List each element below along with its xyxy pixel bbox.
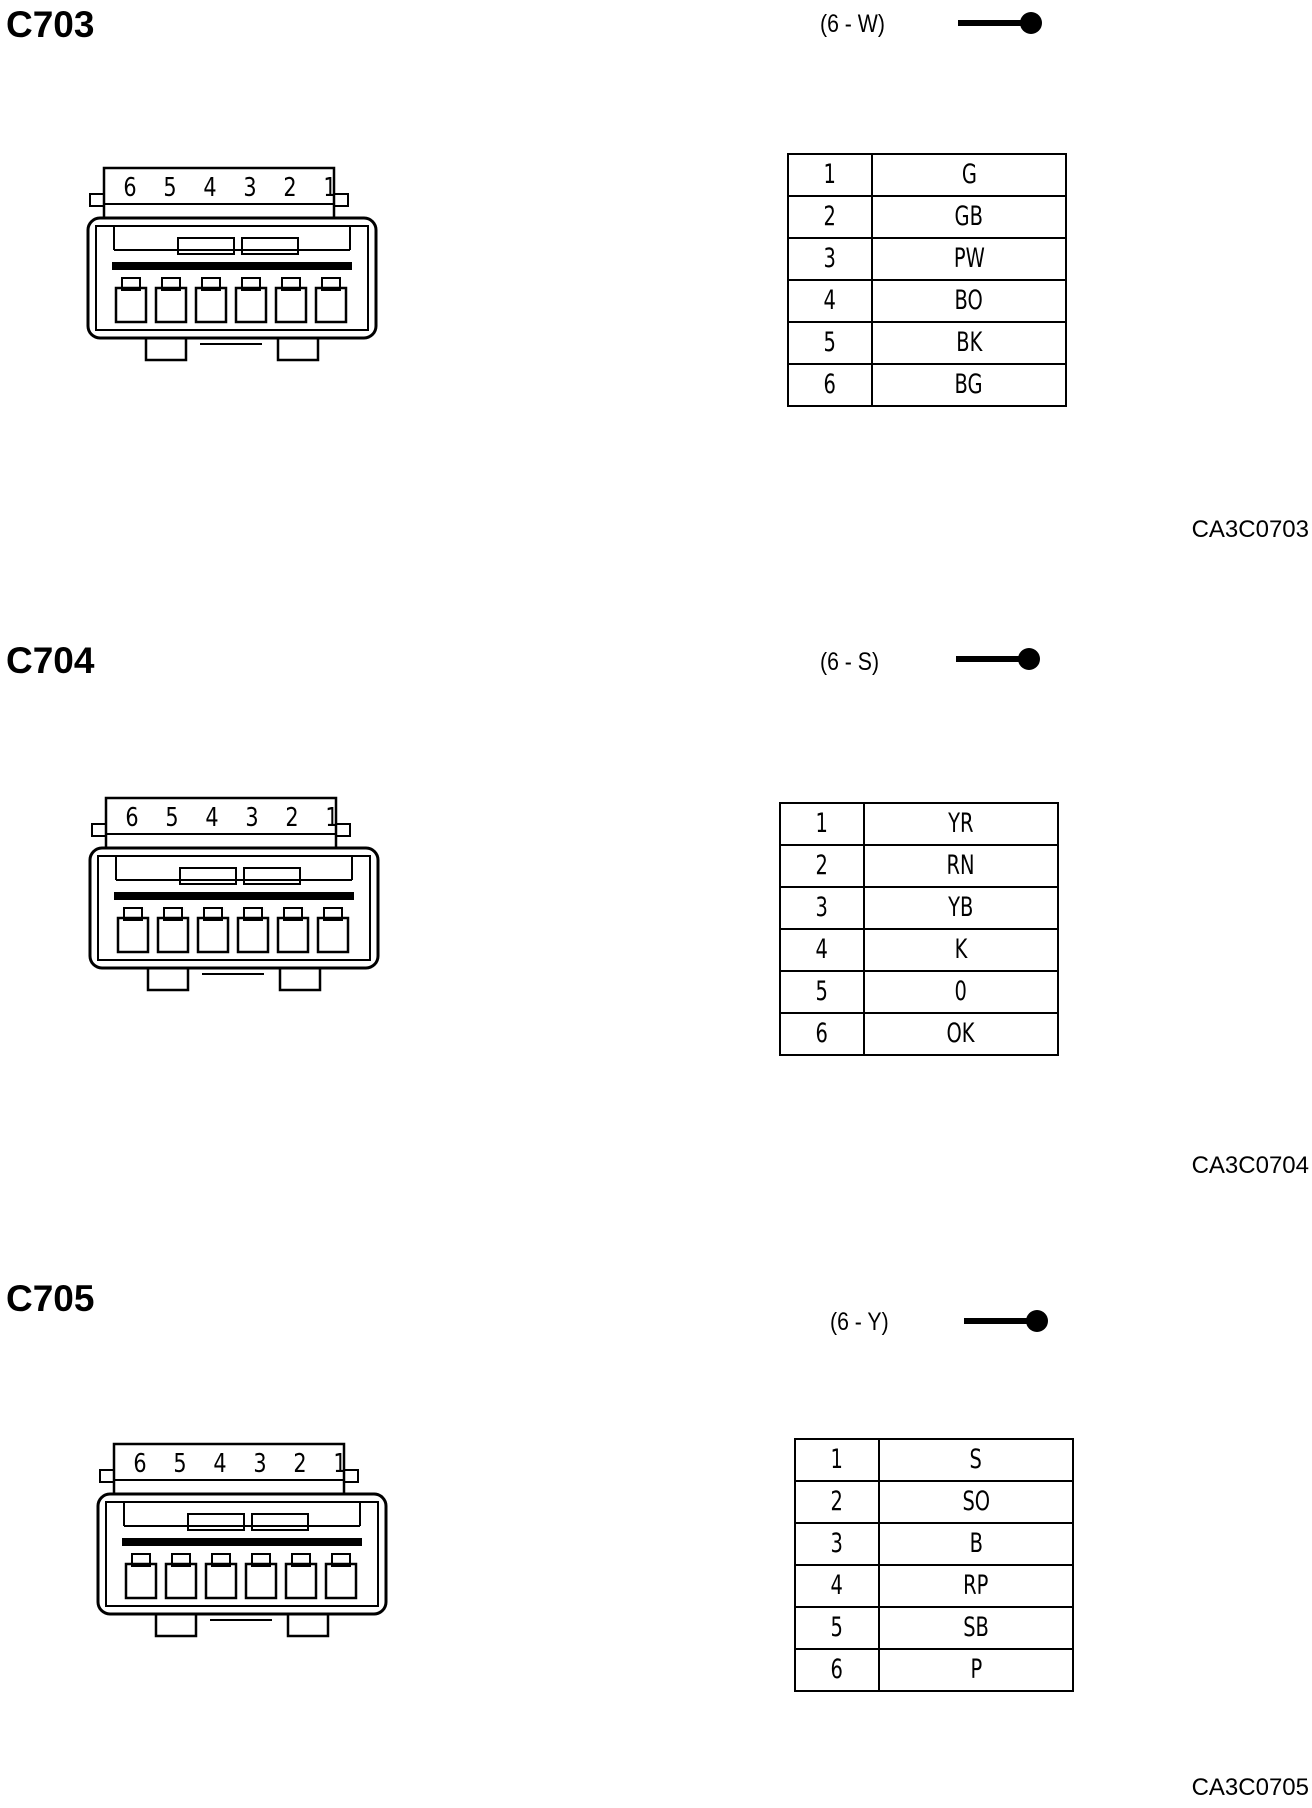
wire-color: 0 xyxy=(954,976,968,1007)
wire-color: RN xyxy=(946,850,976,881)
cavity-number: 1 xyxy=(325,802,338,833)
pin-marker-icon xyxy=(958,12,1042,34)
wire-color: OK xyxy=(946,1018,976,1049)
wire-color: RP xyxy=(963,1570,989,1601)
pin-number: 1 xyxy=(830,1444,844,1475)
cavity-number: 4 xyxy=(205,802,218,833)
cavity-number: 3 xyxy=(243,172,256,203)
figure-reference: CA3C0705 xyxy=(1191,1774,1309,1801)
cavity-number: 6 xyxy=(133,1448,146,1479)
table-row: 2 GB xyxy=(788,195,1066,239)
table-row: 3 YB xyxy=(780,886,1058,930)
wire-color: P xyxy=(970,1654,982,1685)
pin-number: 1 xyxy=(823,159,837,190)
terminal-cavities xyxy=(124,1553,358,1600)
table-row: 2 RN xyxy=(780,844,1058,888)
pin-number: 5 xyxy=(823,327,837,358)
connector-id: C705 xyxy=(6,1278,95,1319)
cavity-number: 3 xyxy=(245,802,258,833)
wire-color: BG xyxy=(954,369,983,400)
table-row: 5 SB xyxy=(795,1606,1073,1650)
pin-number: 4 xyxy=(830,1570,844,1601)
cavity-number: 2 xyxy=(283,172,296,203)
cavity-number: 2 xyxy=(293,1448,306,1479)
connector-section-c704: C704 (6 - S) 6 xyxy=(0,642,1312,1182)
wire-color: S xyxy=(969,1444,983,1475)
wire-color: BK xyxy=(955,327,983,358)
connector-code: (6 - W) xyxy=(820,10,885,38)
figure-reference: CA3C0704 xyxy=(1191,1152,1309,1179)
pin-marker-icon xyxy=(964,1310,1048,1332)
wire-color: GB xyxy=(954,201,984,232)
table-row: 6 OK xyxy=(780,1012,1058,1056)
connector-section-c703: C703 (6 - W) 6 xyxy=(0,6,1312,546)
table-row: 6 BG xyxy=(788,363,1066,407)
cavity-number: 6 xyxy=(123,172,136,203)
terminal-cavities xyxy=(114,277,348,324)
wire-color: PW xyxy=(953,243,985,274)
pin-number: 6 xyxy=(830,1654,844,1685)
connector-section-c705: C705 (6 - Y) 6 xyxy=(0,1280,1312,1800)
cavity-number: 5 xyxy=(163,172,176,203)
wire-color: YB xyxy=(948,892,974,923)
pin-number: 6 xyxy=(815,1018,829,1049)
cavity-number: 5 xyxy=(173,1448,186,1479)
connector-code: (6 - S) xyxy=(820,648,880,676)
cavity-number: 4 xyxy=(213,1448,226,1479)
figure-reference: CA3C0703 xyxy=(1191,516,1309,543)
pin-number: 4 xyxy=(815,934,829,965)
terminal-cavities xyxy=(116,907,350,954)
table-row: 5 BK xyxy=(788,321,1066,365)
cavity-number: 1 xyxy=(323,172,336,203)
connector-face-diagram: 6 5 4 3 2 1 xyxy=(96,1442,388,1638)
table-row: 2 SO xyxy=(795,1480,1073,1524)
cavity-number: 3 xyxy=(253,1448,266,1479)
pin-number: 1 xyxy=(815,808,829,839)
pin-number: 3 xyxy=(815,892,829,923)
pin-marker-icon xyxy=(956,648,1040,670)
connector-face-diagram: 6 5 4 3 2 1 xyxy=(86,166,378,362)
cavity-number: 6 xyxy=(125,802,138,833)
table-row: 4 BO xyxy=(788,279,1066,323)
wire-color: G xyxy=(961,159,977,190)
table-row: 3 PW xyxy=(788,237,1066,281)
wire-color: B xyxy=(969,1528,983,1559)
pin-number: 3 xyxy=(823,243,837,274)
table-row: 1 YR xyxy=(780,802,1058,846)
pin-number: 2 xyxy=(815,850,829,881)
pin-number: 5 xyxy=(815,976,829,1007)
wire-color: SB xyxy=(963,1612,989,1643)
cavity-number: 4 xyxy=(203,172,216,203)
pin-number: 2 xyxy=(823,201,837,232)
wire-color: YR xyxy=(948,808,974,839)
connector-code: (6 - Y) xyxy=(830,1308,889,1336)
connector-id: C703 xyxy=(6,4,95,45)
cavity-number: 5 xyxy=(165,802,178,833)
cavity-number: 1 xyxy=(333,1448,346,1479)
pin-number: 5 xyxy=(830,1612,844,1643)
pin-number: 4 xyxy=(823,285,837,316)
wire-color: K xyxy=(954,934,968,965)
wire-color: SO xyxy=(962,1486,990,1517)
pin-number: 3 xyxy=(830,1528,844,1559)
connector-id: C704 xyxy=(6,640,95,681)
wire-color: BO xyxy=(954,285,984,316)
table-row: 4 RP xyxy=(795,1564,1073,1608)
cavity-number: 2 xyxy=(285,802,298,833)
pin-number: 6 xyxy=(823,369,837,400)
pin-number: 2 xyxy=(830,1486,844,1517)
connector-face-diagram: 6 5 4 3 2 1 xyxy=(88,796,380,992)
